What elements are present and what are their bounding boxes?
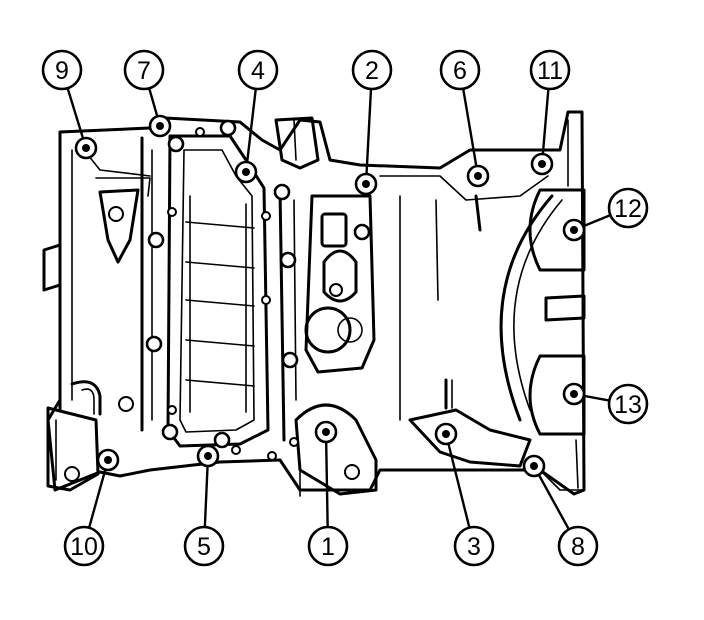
callout-circle	[453, 525, 495, 567]
callout-label: 2	[365, 57, 379, 85]
hole	[289, 437, 299, 447]
callout-label: 12	[614, 195, 642, 223]
perimeter-bolt	[147, 231, 165, 249]
hole	[329, 283, 343, 297]
callout-leader-line	[532, 465, 570, 530]
callout-circle	[607, 187, 649, 229]
callout-leader-line	[244, 88, 257, 173]
perimeter-bolt	[281, 351, 299, 369]
callout-circle	[529, 49, 571, 91]
callout-label: 6	[453, 57, 467, 85]
callout-label: 4	[251, 57, 265, 85]
hole	[167, 405, 177, 415]
callout-label: 11	[537, 57, 563, 85]
callout-7: 7	[123, 49, 172, 138]
hole	[64, 466, 80, 482]
hole	[108, 206, 124, 222]
bolt-center	[156, 122, 164, 130]
callout-leader-line	[364, 88, 373, 185]
callout-leader-line	[444, 433, 471, 528]
callout-4: 4	[234, 49, 279, 184]
callout-circle	[607, 383, 649, 425]
callout-8: 8	[522, 454, 599, 567]
perimeter-bolt	[213, 431, 231, 449]
callout-label: 5	[197, 533, 211, 561]
bolt-center	[474, 172, 482, 180]
hole	[267, 451, 277, 461]
bolt-center	[204, 452, 212, 460]
hole	[231, 445, 241, 455]
callout-9: 9	[41, 49, 98, 160]
callout-2: 2	[351, 49, 393, 196]
bolt-center	[82, 144, 90, 152]
callout-leader-line	[461, 88, 480, 177]
callout-12: 12	[562, 187, 649, 242]
callout-label: 8	[571, 533, 585, 561]
bolt-center	[104, 456, 112, 464]
callout-5: 5	[183, 444, 225, 567]
callout-leader-line	[540, 88, 550, 165]
callout-leader-line	[203, 455, 210, 528]
hole	[195, 127, 205, 137]
bolt-center	[362, 180, 370, 188]
bolt-center	[530, 462, 538, 470]
callout-label: 1	[321, 533, 335, 561]
callout-11: 11	[529, 49, 571, 176]
callout-13: 13	[562, 382, 649, 425]
bolt-center	[570, 390, 578, 398]
perimeter-bolt	[161, 423, 179, 441]
callout-circle	[237, 49, 279, 91]
bolt-center	[570, 226, 578, 234]
callout-1: 1	[307, 420, 349, 567]
callout-circle	[183, 525, 225, 567]
perimeter-bolt	[167, 135, 185, 153]
hole	[344, 464, 360, 480]
perimeter-bolt	[219, 119, 237, 137]
callout-label: 3	[467, 533, 481, 561]
bolt-center	[442, 430, 450, 438]
perimeter-bolt	[145, 335, 163, 353]
hole	[261, 295, 271, 305]
callout-leader-line	[324, 431, 329, 528]
callout-10: 10	[63, 448, 120, 567]
callout-label: 9	[55, 57, 69, 85]
callout-circle	[351, 49, 393, 91]
perimeter-bolt	[353, 223, 371, 241]
callout-circle	[307, 525, 349, 567]
hole-features	[64, 127, 360, 482]
bolt-center	[322, 428, 330, 436]
perimeter-bolts	[145, 119, 371, 449]
callout-circle	[557, 525, 599, 567]
perimeter-bolt	[279, 251, 297, 269]
hole	[118, 396, 134, 412]
callout-3: 3	[434, 422, 495, 567]
bolt-center	[538, 160, 546, 168]
callout-circle	[123, 49, 165, 91]
callout-label: 10	[70, 533, 98, 561]
callout-label: 13	[614, 391, 642, 419]
callout-circle	[439, 49, 481, 91]
callout-label: 7	[137, 57, 151, 85]
callout-leader-line	[87, 459, 110, 529]
callout-circle	[63, 525, 105, 567]
perimeter-bolt	[273, 183, 291, 201]
callout-circle	[41, 49, 83, 91]
callout-6: 6	[439, 49, 490, 188]
oil-pan-housing	[42, 110, 586, 497]
hole	[167, 207, 177, 217]
hole	[261, 211, 271, 221]
bolt-center	[242, 168, 250, 176]
